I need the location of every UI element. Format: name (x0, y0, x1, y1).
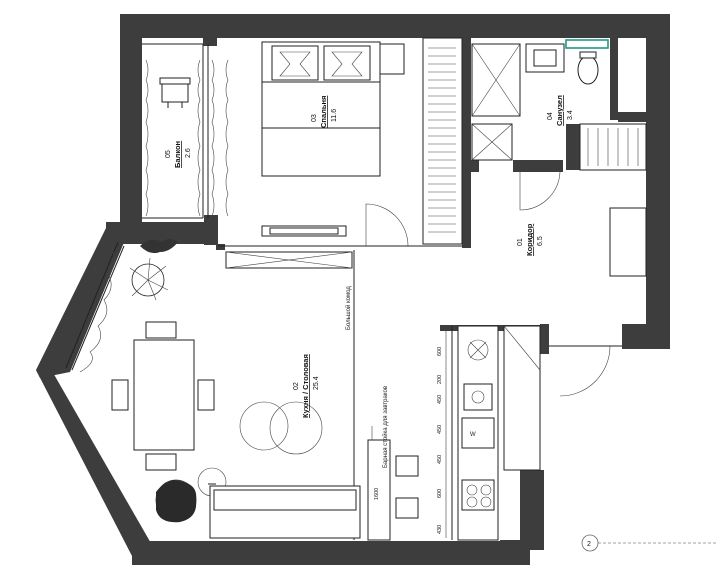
dim-label: 450 (437, 425, 443, 434)
svg-text:02: 02 (293, 382, 300, 390)
room-label-corridor: 01 Коридор 6.5 (517, 223, 544, 256)
svg-text:W: W (470, 432, 476, 438)
room-label-balcony: 05 Балкон 2.6 (165, 141, 192, 168)
plant-icon (155, 479, 197, 523)
svg-text:03: 03 (311, 114, 318, 122)
room-label-kitchen: 02 Кухня / Столовая 25.4 (293, 354, 320, 418)
balcony (142, 43, 229, 219)
wardrobe-hangers (428, 47, 456, 233)
svg-text:2: 2 (587, 541, 591, 548)
plant-icon (129, 239, 178, 301)
bar-note: Барная стойка для завтраков (382, 386, 389, 468)
kitchen: W (65, 239, 541, 541)
bathroom (471, 39, 647, 211)
kitchen-dimensions: 600 200 450 450 450 600 430 (437, 330, 447, 538)
svg-text:2.6: 2.6 (185, 148, 192, 158)
dim-label: 600 (437, 489, 443, 498)
svg-text:Коридор: Коридор (525, 223, 534, 256)
svg-text:01: 01 (517, 238, 524, 246)
svg-text:Кухня / Столовая: Кухня / Столовая (301, 354, 310, 418)
room-label-bathroom: 04 Санузел 3.4 (547, 95, 574, 126)
dim-label: 200 (437, 375, 443, 384)
corridor (549, 207, 647, 397)
walls (36, 14, 670, 565)
bar-length: 1600 (374, 488, 380, 500)
room-label-bedroom: 03 Спальня 11.6 (311, 96, 338, 128)
dim-label: 450 (437, 455, 443, 464)
svg-text:6.5: 6.5 (537, 236, 544, 246)
dim-label: 600 (437, 347, 443, 356)
svg-text:04: 04 (547, 112, 554, 120)
svg-text:Спальня: Спальня (319, 96, 328, 128)
dim-label: 430 (437, 525, 443, 534)
section-mark: 2 (581, 534, 716, 552)
dresser-note: Большой комод (345, 286, 352, 330)
dim-label: 450 (437, 395, 443, 404)
svg-text:3.4: 3.4 (567, 110, 574, 120)
svg-text:25.4: 25.4 (313, 376, 320, 390)
bedroom (218, 37, 463, 247)
svg-text:Балкон: Балкон (173, 141, 182, 168)
svg-text:11.6: 11.6 (331, 109, 338, 122)
svg-text:Санузел: Санузел (555, 95, 564, 126)
svg-text:05: 05 (165, 150, 172, 158)
